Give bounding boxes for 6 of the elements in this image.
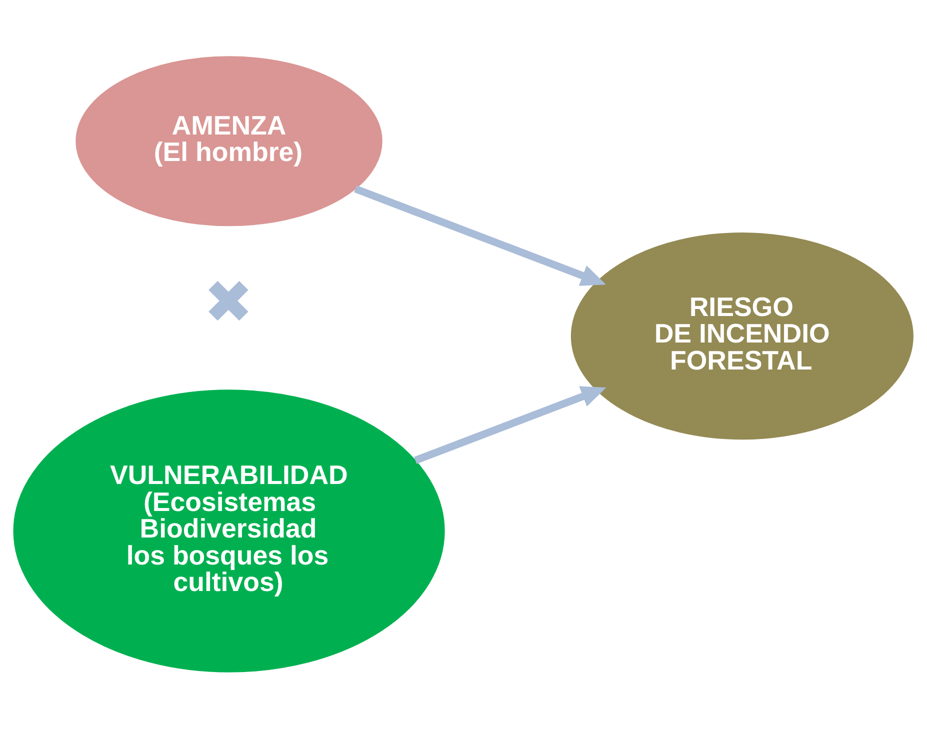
label: ✖ [204, 268, 254, 336]
node-ellipse: AMENZA (El hombre) [76, 56, 382, 226]
arrow [414, 386, 606, 464]
node-ellipse: VULNERABILIDAD (Ecosistemas Biodiversidad los bosques los cultivos) [13, 390, 445, 672]
arrow [354, 185, 606, 286]
node-ellipse: RIESGO DE INCENDIO FORESTAL [570, 232, 914, 440]
